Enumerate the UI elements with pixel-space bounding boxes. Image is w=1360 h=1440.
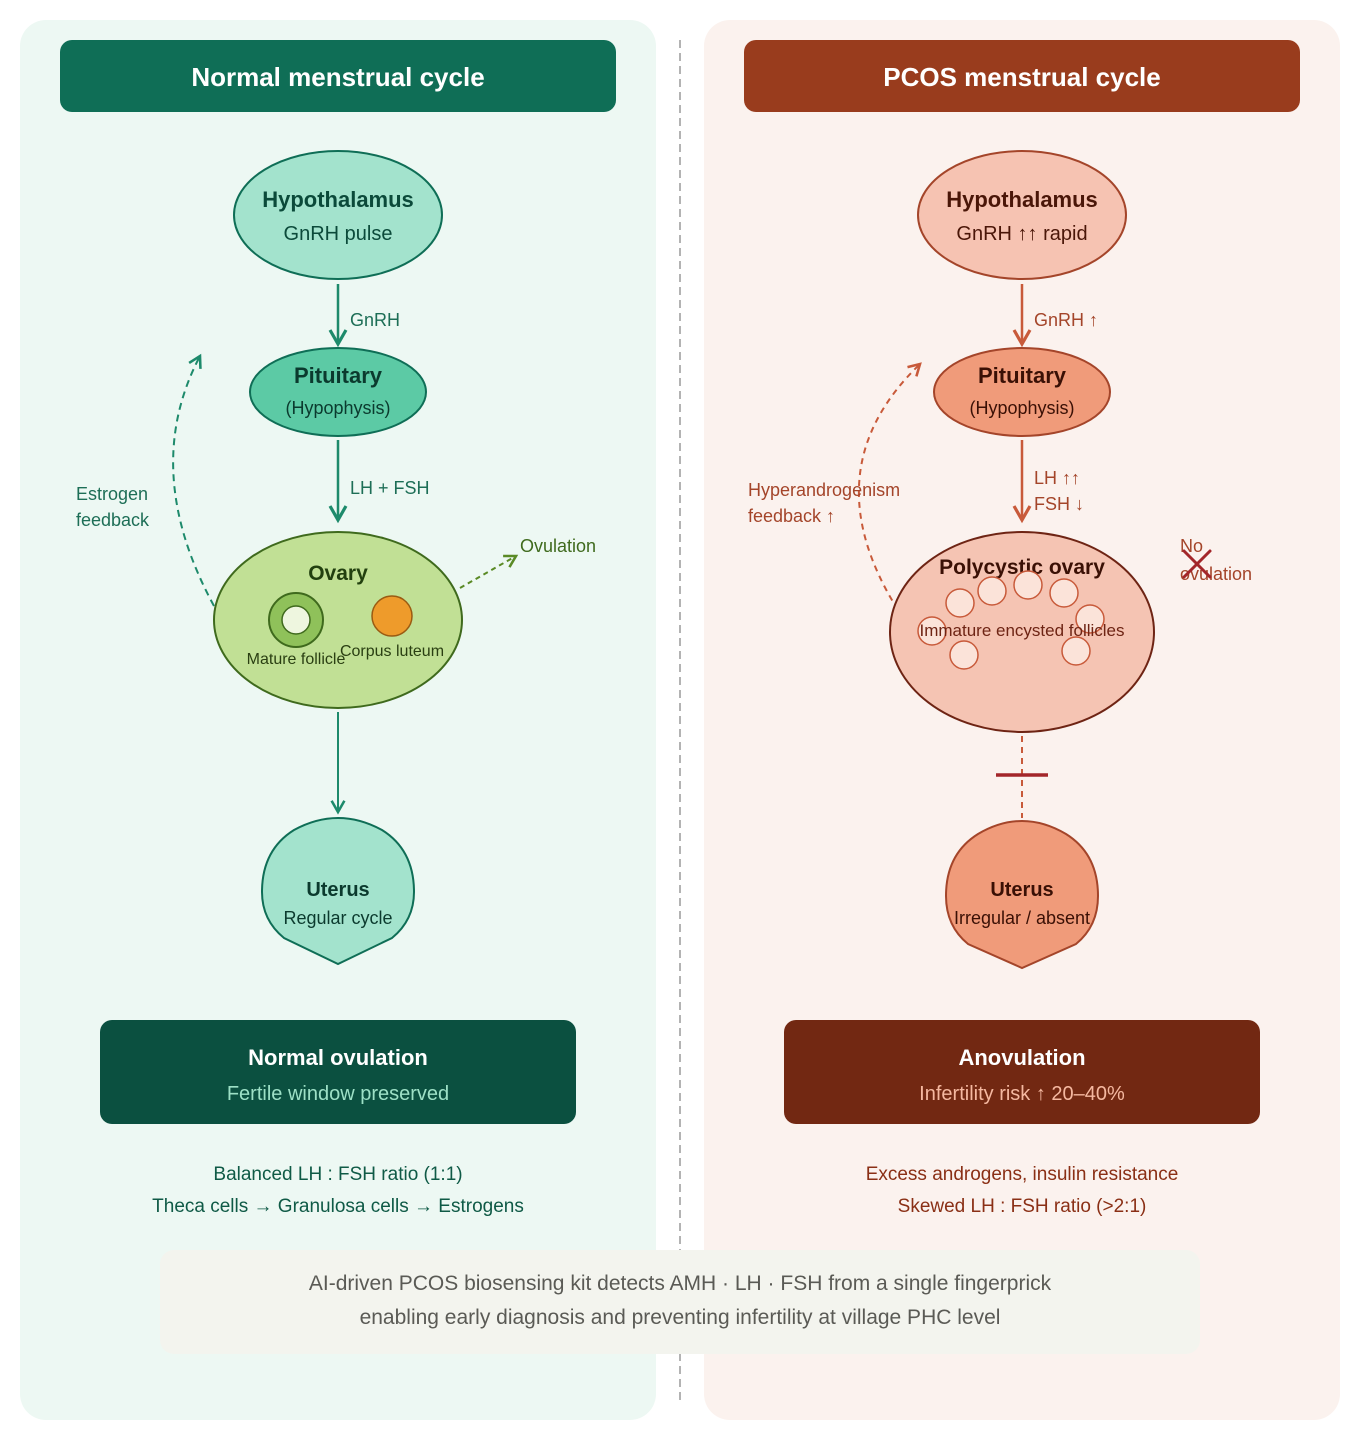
normal-hypothalamus-node xyxy=(233,150,443,280)
normal-pituitary-node xyxy=(249,347,427,437)
pcos-uterus-sub: Irregular / absent xyxy=(954,908,1090,928)
cross-icon xyxy=(1182,549,1212,579)
normal-ovary-title: Ovary xyxy=(308,562,368,585)
pcos-feedback-arrow xyxy=(857,362,922,611)
no-ovulation-label-1: No xyxy=(1180,536,1203,556)
cyst-follicle xyxy=(1013,570,1043,600)
normal-uterus-sub: Regular cycle xyxy=(283,908,392,928)
cyst-follicle xyxy=(945,588,975,618)
cyst-follicle xyxy=(917,616,947,646)
pcos-feedback-label-2: feedback ↑ xyxy=(748,506,835,526)
pcos-hypothalamus-title: Hypothalamus xyxy=(946,187,1098,212)
pcos-follicles-label: Immature encysted follicles xyxy=(919,621,1124,640)
normal-lh-fsh-label: LH + FSH xyxy=(350,478,430,498)
corpus-luteum xyxy=(371,595,413,637)
normal-feedback-arrow xyxy=(172,353,215,607)
normal-hypothalamus-title: Hypothalamus xyxy=(262,187,414,212)
pcos-header-title: PCOS menstrual cycle xyxy=(883,62,1160,92)
normal-note-1: Balanced LH : FSH ratio (1:1) xyxy=(213,1164,462,1185)
pcos-hypothalamus-sub: GnRH ↑↑ rapid xyxy=(956,223,1087,245)
cyst-follicle xyxy=(949,640,979,670)
pcos-feedback-label-1: Hyperandrogenism xyxy=(748,480,900,500)
pcos-ovary-title: Polycystic ovary xyxy=(939,556,1105,579)
cyst-follicle xyxy=(1061,636,1091,666)
normal-feedback-label-2: feedback xyxy=(76,510,150,530)
footer-line-2: enabling early diagnosis and preventing … xyxy=(360,1306,1001,1329)
pcos-hypothalamus-node xyxy=(917,150,1127,280)
cyst-follicle xyxy=(1075,604,1105,634)
pcos-header-bar xyxy=(744,40,1300,112)
normal-pituitary-title: Pituitary xyxy=(294,363,383,388)
cyst-follicle xyxy=(977,576,1007,606)
footer-line-1: AI-driven PCOS biosensing kit detects AM… xyxy=(309,1272,1052,1295)
normal-gnrh-label: GnRH xyxy=(350,310,400,330)
pcos-result-sub: Infertility risk ↑ 20–40% xyxy=(919,1083,1125,1105)
cyst-follicle xyxy=(1049,578,1079,608)
pcos-lh-label: LH ↑↑ xyxy=(1034,468,1080,488)
pcos-pituitary-node xyxy=(933,347,1111,437)
normal-uterus-title: Uterus xyxy=(306,879,369,901)
pcos-result-title: Anovulation xyxy=(958,1045,1085,1070)
pcos-note-2: Skewed LH : FSH ratio (>2:1) xyxy=(898,1196,1147,1217)
normal-ovulation-arrow xyxy=(459,554,519,589)
pcos-result-box xyxy=(784,1020,1260,1124)
corpus-luteum-label: Corpus luteum xyxy=(340,643,444,660)
mature-follicle-label: Mature follicle xyxy=(247,651,346,668)
no-ovulation-label-2: ovulation xyxy=(1180,564,1252,584)
pcos-fsh-label: FSH ↓ xyxy=(1034,494,1084,514)
pcos-gnrh-label: GnRH ↑ xyxy=(1034,310,1098,330)
normal-feedback-label-1: Estrogen xyxy=(76,484,148,504)
pcos-uterus-node xyxy=(944,820,1100,970)
pcos-note-1: Excess androgens, insulin resistance xyxy=(866,1164,1179,1185)
cyst-follicles xyxy=(917,570,1105,670)
normal-header-bar xyxy=(60,40,616,112)
normal-pituitary-sub: (Hypophysis) xyxy=(285,398,390,418)
normal-hypothalamus-sub: GnRH pulse xyxy=(284,223,393,245)
pcos-pituitary-sub: (Hypophysis) xyxy=(969,398,1074,418)
normal-ovulation-label: Ovulation xyxy=(520,536,596,556)
normal-note-2: Theca cells → Granulosa cells → Estrogen… xyxy=(152,1196,524,1217)
mature-follicle-inner xyxy=(281,605,311,635)
pcos-pituitary-title: Pituitary xyxy=(978,363,1067,388)
normal-uterus-node xyxy=(260,817,416,966)
normal-result-sub: Fertile window preserved xyxy=(227,1083,449,1105)
footer-box xyxy=(160,1250,1200,1354)
normal-result-box xyxy=(100,1020,576,1124)
normal-header-title: Normal menstrual cycle xyxy=(191,62,484,92)
pcos-ovary-node xyxy=(889,531,1155,733)
normal-result-title: Normal ovulation xyxy=(248,1045,428,1070)
pcos-uterus-title: Uterus xyxy=(990,879,1053,901)
normal-ovary-node xyxy=(213,531,463,709)
